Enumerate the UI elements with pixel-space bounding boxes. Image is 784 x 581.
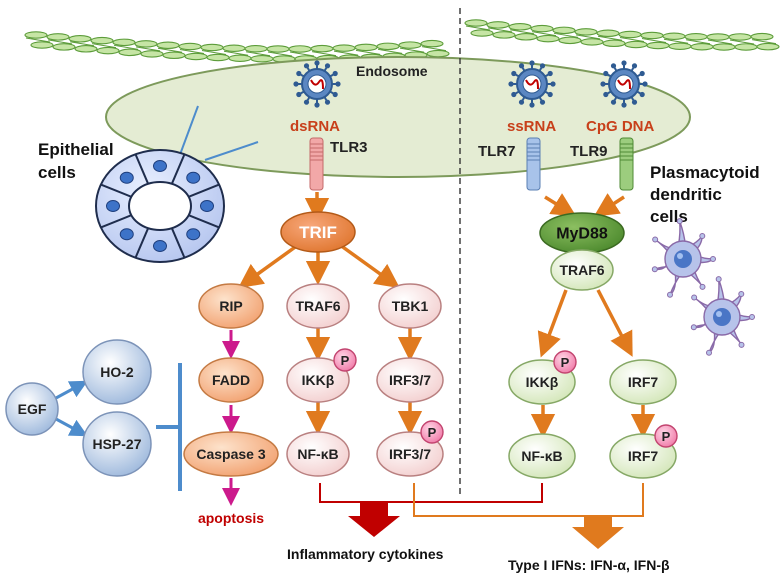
caspase3-node-label: Caspase 3	[196, 446, 265, 462]
virus-icon	[508, 60, 556, 108]
trif-node-label: TRIF	[299, 223, 337, 242]
inhibition-bracket	[156, 363, 182, 491]
ikkb-node-left-label: IKKβ	[302, 372, 335, 388]
traf6-node-right-label: TRAF6	[559, 262, 604, 278]
irf7-node-bottom-label: IRF7	[628, 448, 659, 464]
irf7-node-top: IRF7	[609, 359, 677, 405]
tlr7-receptor-icon	[526, 137, 541, 191]
apoptosis-label: apoptosis	[198, 510, 264, 526]
endosome-label: Endosome	[356, 63, 428, 79]
cpg-dna-label: CpG DNA	[586, 118, 654, 135]
arrow-traf6-irf7	[596, 289, 633, 357]
traf6-node-right: TRAF6	[550, 249, 614, 291]
pdc-label-line1: Plasmacytoid	[650, 163, 760, 182]
ho2-node-label: HO-2	[100, 364, 134, 380]
ikkb-node-left: IKKβ	[286, 357, 350, 403]
caspase3-node: Caspase 3	[183, 431, 279, 477]
svg-text:P: P	[662, 429, 671, 444]
trif-node: TRIF	[280, 211, 356, 253]
irf37-node-top-label: IRF3/7	[389, 372, 431, 388]
dendritic-cell-icon	[690, 276, 755, 356]
arrow-egf-hsp27	[55, 417, 88, 437]
irf7-node-top-label: IRF7	[628, 374, 659, 390]
arrow-egf-ho2	[55, 380, 88, 400]
pdc-label-line3: cells	[650, 207, 688, 226]
svg-text:P: P	[561, 355, 570, 370]
tbk1-node: TBK1	[378, 283, 442, 329]
virus-icon	[293, 60, 341, 108]
pdc-label-line2: dendritic	[650, 185, 722, 204]
dsrna-label: dsRNA	[290, 118, 340, 135]
phospho-badge-irf7: P	[654, 424, 678, 448]
arrow-traf6-ikkb-right	[537, 289, 568, 358]
tlr3-label: TLR3	[330, 139, 368, 156]
irf37-node-bottom-label: IRF3/7	[389, 446, 431, 462]
phospho-badge-irf37: P	[420, 420, 444, 444]
egf-node-label: EGF	[18, 401, 47, 417]
inflammatory-connector	[319, 483, 543, 503]
tbk1-node-label: TBK1	[392, 298, 429, 314]
rip-node: RIP	[198, 283, 264, 329]
dendritic-cell-icon	[651, 218, 716, 298]
svg-text:P: P	[428, 425, 437, 440]
fadd-node: FADD	[198, 357, 264, 403]
nfkb-node-right: NF-κB	[508, 433, 576, 479]
type1-ifns-label: Type I IFNs: IFN-α, IFN-β	[508, 557, 670, 573]
tlr3-receptor-icon	[309, 137, 324, 191]
type1-ifn-connector	[413, 483, 644, 517]
inflammatory-arrow	[348, 503, 400, 537]
arrow-tlr7-myd88	[544, 193, 577, 217]
traf6-node-left-label: TRAF6	[295, 298, 340, 314]
epithelial-cell-ring-icon	[95, 105, 259, 263]
ssrna-label: ssRNA	[507, 118, 556, 135]
inflammatory-cytokines-label: Inflammatory cytokines	[287, 546, 444, 562]
arrow-trif-tbk1	[338, 243, 400, 289]
epithelial-cells-label-line2: cells	[38, 163, 76, 182]
type1-ifn-arrow	[572, 516, 624, 549]
myd88-node-label: MyD88	[556, 226, 608, 243]
hsp27-node: HSP-27	[82, 411, 152, 477]
nfkb-node-right-label: NF-κB	[521, 448, 562, 464]
egf-node: EGF	[5, 382, 59, 436]
fadd-node-label: FADD	[212, 372, 250, 388]
rip-node-label: RIP	[219, 298, 242, 314]
nfkb-node-left: NF-κB	[286, 431, 350, 477]
myd88-node: MyD88	[539, 212, 625, 254]
phospho-badge-ikkb-left: P	[333, 348, 357, 372]
arrow-tlr9-myd88	[593, 193, 625, 217]
phospho-badge-ikkb-right: P	[553, 350, 577, 374]
arrow-trif-rip	[238, 243, 300, 289]
irf37-node-bottom: IRF3/7	[376, 431, 444, 477]
svg-text:P: P	[341, 353, 350, 368]
epithelial-cells-label-line1: Epithelial	[38, 140, 114, 159]
traf6-node-left: TRAF6	[286, 283, 350, 329]
tlr7-label: TLR7	[478, 143, 516, 160]
plasma-membrane	[24, 19, 780, 63]
ho2-node: HO-2	[82, 339, 152, 405]
tlr9-receptor-icon	[619, 137, 634, 191]
ikkb-node-right-label: IKKβ	[526, 374, 559, 390]
tlr9-label: TLR9	[570, 143, 608, 160]
virus-icon	[600, 60, 648, 108]
nfkb-node-left-label: NF-κB	[297, 446, 338, 462]
irf37-node-top: IRF3/7	[376, 357, 444, 403]
hsp27-node-label: HSP-27	[92, 436, 141, 452]
